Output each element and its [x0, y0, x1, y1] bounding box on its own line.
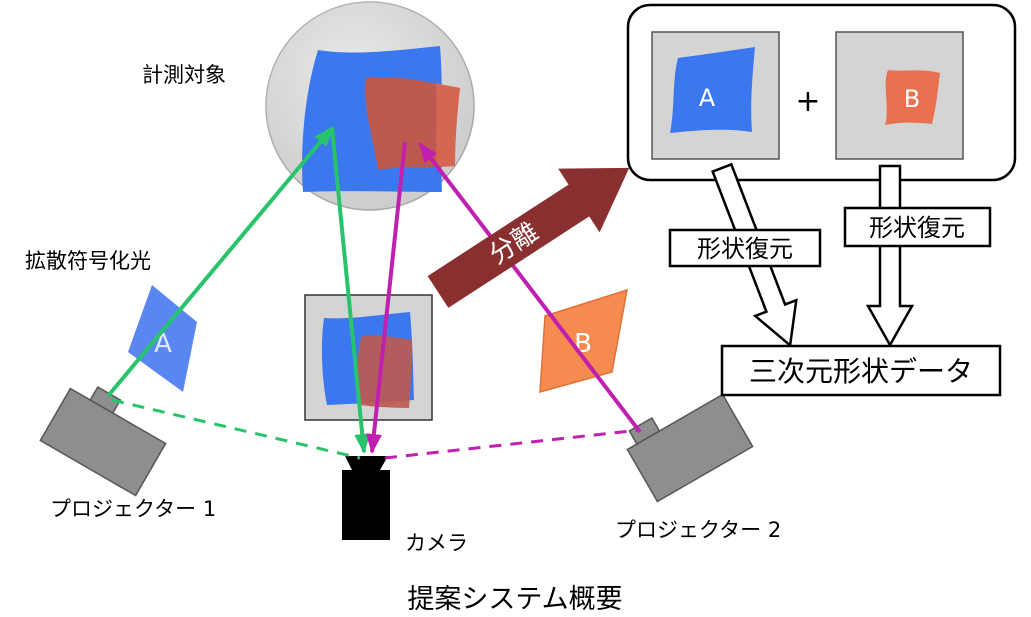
result-b-letter: B [904, 85, 920, 113]
reconstruction-label-right-box [843, 206, 992, 248]
reconstruction-label-left-text: 形状復元 [697, 235, 793, 263]
coded-light-label: 拡散符号化光 [25, 249, 151, 273]
result-a-letter: A [699, 84, 716, 112]
pattern-a-letter: A [154, 329, 172, 359]
projector-2-to-object-ray [418, 142, 642, 434]
pattern-b-shape [539, 288, 628, 394]
result-a-shape [670, 47, 755, 133]
thumbnail-pattern-b [357, 335, 412, 408]
camera-icon [342, 456, 390, 540]
output-box [720, 344, 1002, 397]
reconstruction-label-right-text: 形状復元 [869, 214, 965, 242]
reconstruction-arrow-right-shape [865, 164, 915, 348]
result-b-shape [885, 70, 940, 125]
object-to-camera-magenta-ray [365, 141, 407, 454]
coded-pattern-b: B [539, 288, 628, 394]
output-3d-shape-data: 三次元形状データ [720, 344, 1002, 397]
reconstruction-label-left-box [668, 228, 822, 268]
reconstruction-label-left: 形状復元 [668, 228, 822, 268]
separated-results-panel: A + B [626, 3, 1017, 182]
reconstruction-label-right: 形状復元 [843, 206, 992, 248]
projector-2-body [626, 393, 754, 503]
projector-2-lens [628, 417, 661, 446]
projector-1-camera-baseline [111, 398, 361, 460]
measurement-target-label: 計測対象 [142, 63, 226, 87]
pattern-b-highlight [436, 83, 460, 167]
camera-body [342, 470, 390, 540]
projector-1-to-object-ray [106, 126, 334, 398]
projector-1-body [39, 387, 167, 497]
captured-image-thumbnail [304, 294, 433, 421]
output-label: 三次元形状データ [749, 355, 973, 388]
projector-2-icon [626, 393, 754, 503]
object-to-camera-green-ray [330, 127, 371, 454]
projector-2-camera-baseline [384, 428, 641, 460]
projector-2-label: プロジェクター 2 [615, 518, 781, 542]
camera-label: カメラ [405, 531, 468, 555]
measurement-target-sphere [265, 1, 475, 211]
plus-sign: + [795, 84, 820, 119]
projector-1-label: プロジェクター 1 [50, 497, 216, 521]
diagram-caption: 提案システム概要 [407, 584, 622, 615]
reconstruction-arrow-right [865, 164, 915, 348]
separation-arrow-shape [427, 167, 630, 308]
camera-lens [345, 456, 388, 470]
projector-1-icon [39, 386, 167, 497]
